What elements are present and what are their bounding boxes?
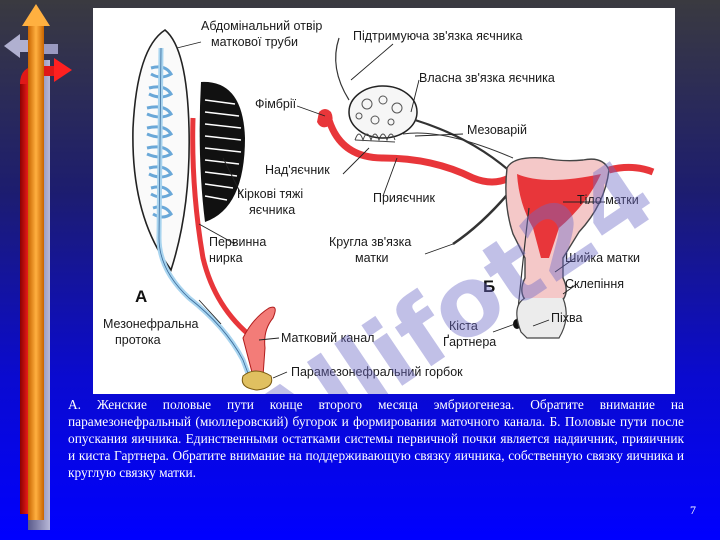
suspensory-ligament	[335, 37, 350, 101]
label-gartner-cyst-2: Ґартнера	[443, 334, 496, 349]
label-uterine-canal: Матковий канал	[281, 331, 374, 345]
gonad-cortex	[199, 81, 245, 222]
label-ovarian-ligament: Власна зв'язка яєчника	[419, 71, 555, 85]
panel-a-drawing	[132, 29, 276, 391]
uterine-cavity	[517, 174, 601, 258]
paramesonephric-tubercle-shape	[241, 370, 273, 391]
label-fimbriae: Фімбрії	[255, 97, 297, 111]
label-cortical-cords-2: яєчника	[249, 203, 295, 217]
decorative-arrows	[4, 4, 72, 530]
label-cortical-cords-1: Кіркові тяжі	[237, 187, 303, 201]
panel-b-drawing	[317, 37, 655, 339]
label-abdominal-opening-2: маткової труби	[211, 35, 298, 49]
fallopian-tube	[325, 118, 511, 186]
anatomy-figure: Абдомінальний отвір маткової труби Підтр…	[93, 8, 675, 394]
label-abdominal-opening-1: Абдомінальний отвір	[201, 19, 322, 33]
uterine-canal-shape	[242, 306, 276, 377]
vagina-shape	[516, 297, 567, 339]
label-panel-a: А	[135, 287, 147, 306]
ovarian-ligament	[414, 118, 514, 175]
label-mesonephric-duct-1: Мезонефральна	[103, 317, 199, 331]
label-mesovarium: Мезоварій	[467, 123, 527, 137]
label-cervix: Шийка матки	[565, 251, 640, 265]
orange-up-arrow-icon	[22, 4, 50, 520]
reproductive-tract-diagram: Абдомінальний отвір маткової труби Підтр…	[103, 19, 674, 394]
paramesonephric-duct	[190, 117, 260, 377]
label-panel-b: Б	[483, 277, 495, 296]
page-number: 7	[690, 503, 696, 517]
label-uterus-body: Тіло матки	[577, 193, 639, 207]
label-round-ligament-1: Кругла зв'язка	[329, 235, 411, 249]
label-mesonephric-duct-2: протока	[115, 333, 161, 347]
label-vagina: Піхва	[551, 311, 583, 325]
label-suspensory-ligament: Підтримуюча зв'язка яєчника	[353, 29, 522, 43]
fimbriae-shape	[317, 109, 333, 128]
label-primary-kidney-1: Первинна	[209, 235, 266, 249]
label-paramesonephric-tubercle: Парамезонефральний горбок	[291, 365, 463, 379]
label-vault: Склепіння	[565, 277, 624, 291]
label-paroophoron: Прияєчник	[373, 191, 435, 205]
ovary-shape	[348, 85, 418, 139]
label-primary-kidney-2: нирка	[209, 251, 243, 265]
label-round-ligament-2: матки	[355, 251, 388, 265]
label-epoophoron: Над'яєчник	[265, 163, 330, 177]
label-gartner-cyst-1: Кіста	[449, 319, 478, 333]
figure-caption: А. Женские половые пути конце второго ме…	[68, 397, 684, 480]
